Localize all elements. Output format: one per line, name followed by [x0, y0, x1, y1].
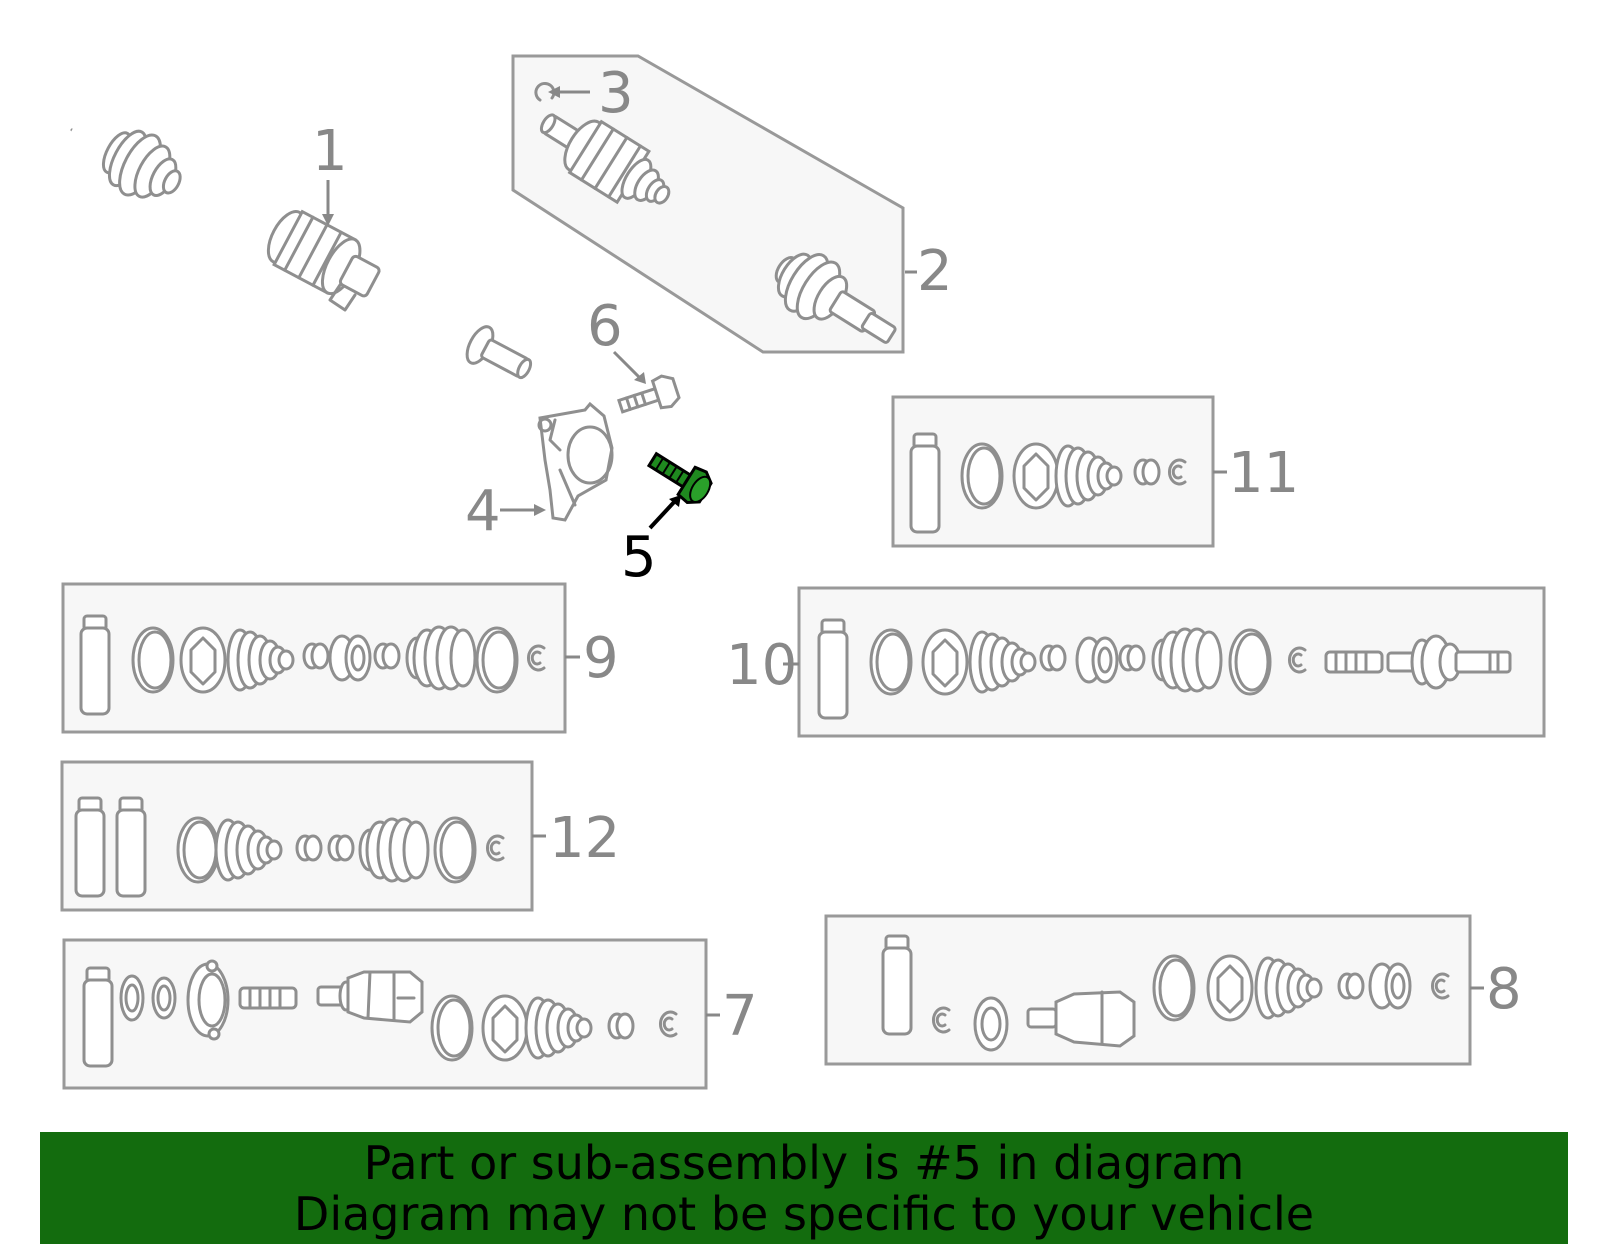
callout-numbers: 1 2 3 4 5 6 7 8 9 10 11 12 [312, 61, 1522, 1049]
kit-parts-10 [817, 618, 1512, 720]
highlighted-bolt-5[interactable] [643, 444, 716, 508]
callout-8: 8 [1486, 957, 1522, 1022]
kit-parts-8 [881, 934, 1450, 1052]
callout-12: 12 [549, 806, 620, 871]
callout-11: 11 [1228, 441, 1299, 506]
axle-assembly-2 [534, 82, 897, 344]
callout-3: 3 [598, 61, 634, 126]
callout-leaders [322, 86, 1484, 1017]
callout-7: 7 [722, 984, 758, 1049]
bearing-bracket-4 [537, 401, 614, 522]
axle-assembly-1 [70, 126, 533, 380]
callout-9: 9 [583, 626, 619, 691]
callout-1: 1 [312, 119, 348, 184]
callout-2: 2 [917, 239, 953, 304]
bolt-6 [617, 374, 681, 414]
callout-6: 6 [587, 294, 623, 359]
callout-10: 10 [726, 633, 797, 698]
info-banner: Part or sub-assembly is #5 in diagram Di… [40, 1132, 1568, 1244]
callout-5[interactable]: 5 [621, 525, 657, 590]
callout-4: 4 [465, 479, 501, 544]
banner-line-2: Diagram may not be specific to your vehi… [293, 1187, 1315, 1241]
kit-parts-7 [82, 959, 678, 1068]
banner-line-1: Part or sub-assembly is #5 in diagram [363, 1136, 1245, 1190]
